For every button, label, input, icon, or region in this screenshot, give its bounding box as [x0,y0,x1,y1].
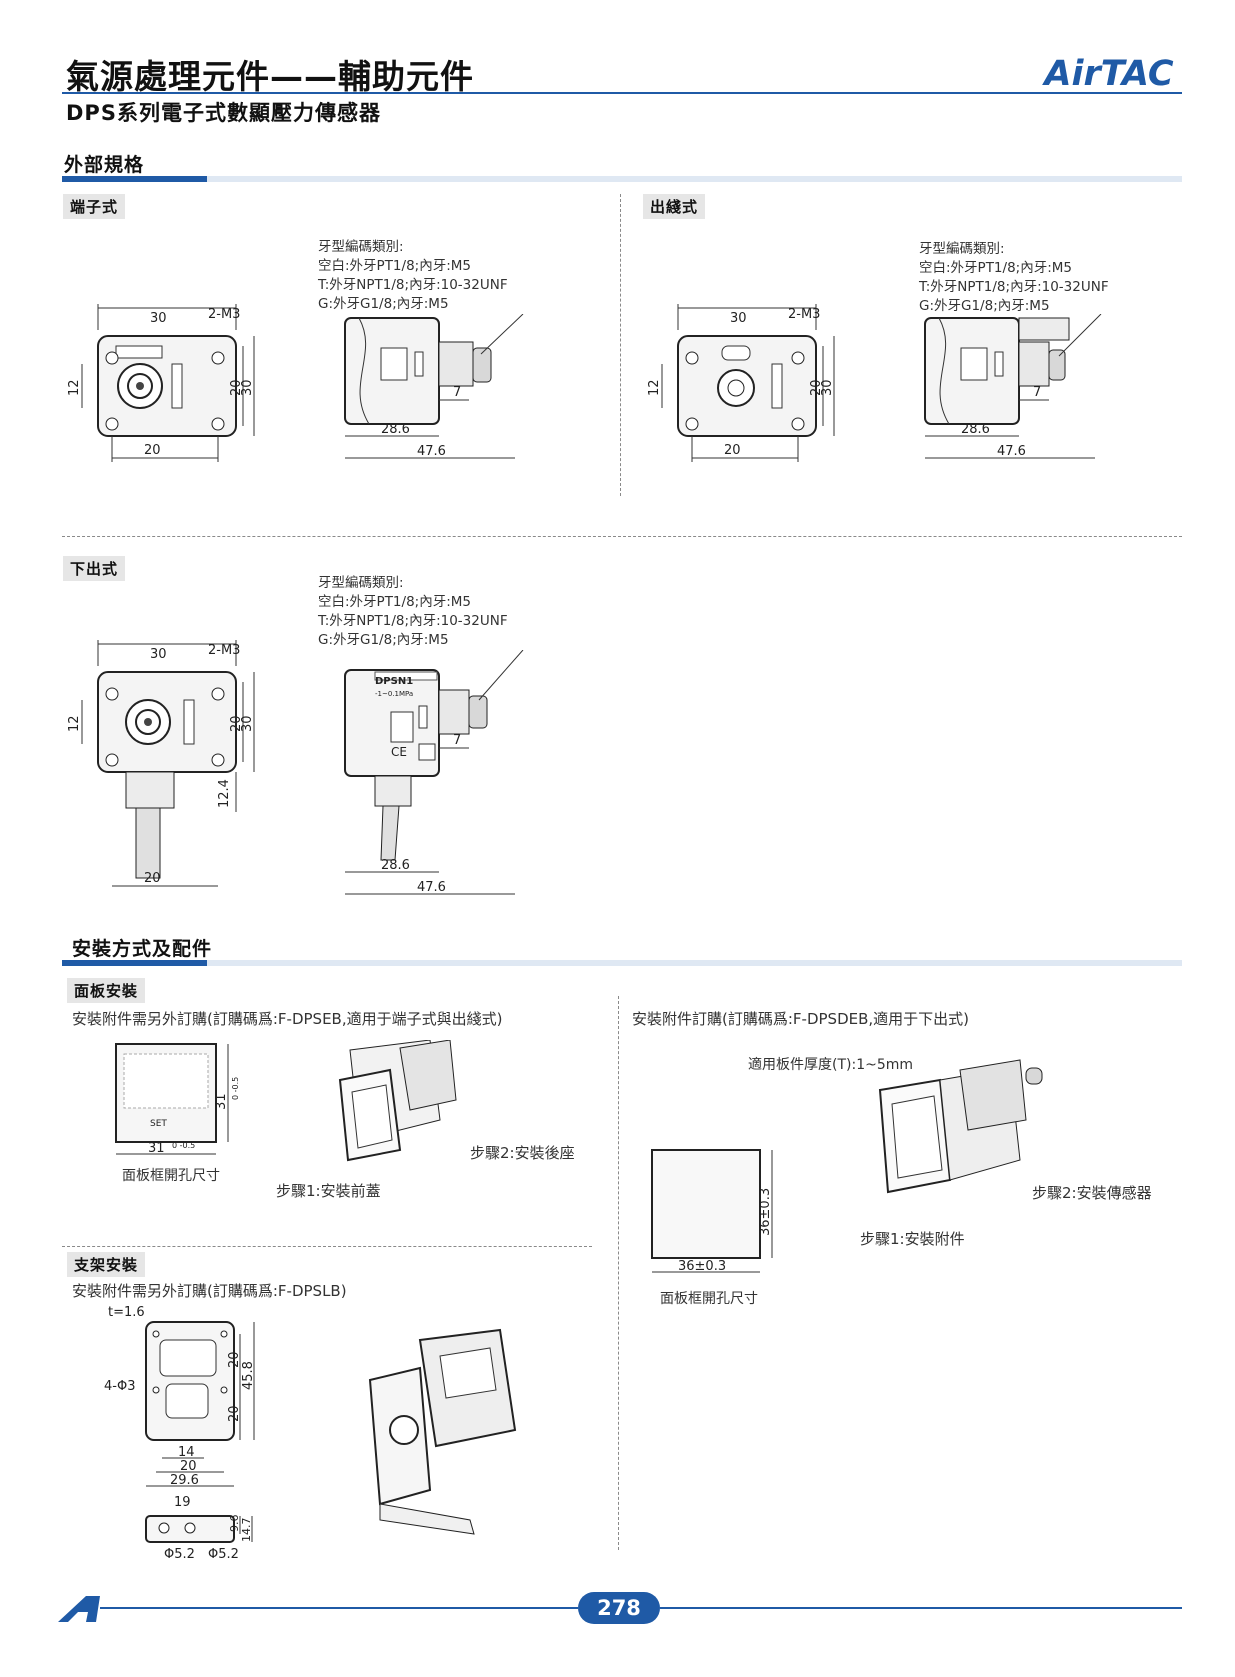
divider-horizontal-1 [62,536,1182,537]
panel-note-right: 安裝附件訂購(訂購碼爲:F-DPSDEB,適用于下出式) [632,1010,970,1028]
section-band-external [62,176,1182,182]
svg-text:30: 30 [730,311,747,326]
tag-terminal: 端子式 [63,194,126,219]
set-label: SET [150,1119,167,1129]
header-rule [62,92,1182,94]
svg-text:14.7: 14.7 [240,1518,253,1543]
svg-text:28.6: 28.6 [381,422,410,437]
svg-text:47.6: 47.6 [417,444,446,459]
svg-text:Φ5.2: Φ5.2 [208,1547,239,1562]
panel-cutout-right: 36±0.3 36±0.3 [651,1149,773,1274]
svg-text:12: 12 [68,715,82,732]
tag-panel: 面板安裝 [67,978,146,1003]
svg-text:12: 12 [648,379,662,396]
svg-text:t=1.6: t=1.6 [108,1305,145,1320]
svg-text:30: 30 [150,647,167,662]
divider-vertical-1 [620,194,621,496]
svg-text:2-M3: 2-M3 [788,307,820,322]
tag-bracket: 支架安裝 [67,1252,146,1277]
bracket-note: 安裝附件需另外訂購(訂購碼爲:F-DPSLB) [72,1282,347,1300]
svg-text:9.6: 9.6 [228,1515,241,1533]
svg-text:12.4: 12.4 [217,779,232,808]
footer-rule-right [660,1607,1182,1609]
panel-caption-left: 面板框開孔尺寸 [122,1168,220,1184]
panel-step1-left: 步驟1:安裝前蓋 [276,1182,381,1200]
svg-text:47.6: 47.6 [997,444,1026,459]
airtac-logo: AirTAC [1041,54,1174,92]
model-label: DPSN1 [375,676,413,687]
footer-brand-mark [58,1596,100,1622]
svg-text:30: 30 [820,379,835,396]
svg-text:20: 20 [180,1459,197,1474]
cable-front-view: 30 2-M3 12 20 30 20 [648,304,835,462]
panel-assembly-left [338,1040,457,1162]
svg-text:30: 30 [240,715,255,732]
svg-text:31: 31 [214,1093,229,1110]
page-title: 氣源處理元件——輔助元件 [66,57,474,96]
bottom-out-front-view: 30 2-M3 12 20 30 12.4 20 [68,640,255,887]
cable-side-view: 7 28.6 47.6 [924,314,1102,459]
svg-text:7: 7 [453,733,461,748]
svg-text:2-M3: 2-M3 [208,307,240,322]
svg-text:7: 7 [453,385,461,400]
terminal-front-view: 30 2-M3 12 20 30 20 [68,304,255,462]
footer-rule-left [100,1607,578,1609]
svg-text:36±0.3: 36±0.3 [678,1259,726,1274]
panel-step2-right: 步驟2:安裝傳感器 [1032,1184,1152,1202]
section-title-external: 外部規格 [64,154,145,176]
divider-horizontal-2 [62,1246,592,1247]
terminal-side-view: 7 28.6 47.6 [344,314,524,459]
svg-text:0 -0.5: 0 -0.5 [172,1141,195,1150]
tag-bottom-out: 下出式 [63,556,126,581]
bottom-out-side-view: DPSN1 -1~0.1MPa CE 7 28.6 47.6 [344,650,524,895]
panel-caption-right: 面板框開孔尺寸 [660,1291,758,1307]
page-subtitle: DPS系列電子式數顯壓力傳感器 [66,101,381,125]
svg-text:14: 14 [178,1445,195,1460]
panel-thickness: 適用板件厚度(T):1~5mm [748,1057,914,1073]
panel-step2-left: 步驟2:安裝後座 [470,1144,575,1162]
svg-text:0 -0.5: 0 -0.5 [231,1077,240,1100]
svg-text:2-M3: 2-M3 [208,643,240,658]
svg-text:45.8: 45.8 [241,1361,256,1390]
bracket-drawing: t=1.6 4-Φ3 20 20 45.8 14 20 29.6 19 9.6 … [104,1305,256,1562]
svg-text:4-Φ3: 4-Φ3 [104,1379,135,1394]
svg-text:Φ5.2: Φ5.2 [164,1547,195,1562]
panel-cutout-left: SET 31 0 -0.5 31 0 -0.5 [115,1043,240,1156]
svg-text:12: 12 [68,379,82,396]
svg-text:20: 20 [144,443,161,458]
divider-vertical-2 [618,996,619,1550]
svg-text:36±0.3: 36±0.3 [758,1188,773,1236]
panel-note-left: 安裝附件需另外訂購(訂購碼爲:F-DPSEB,適用于端子式與出綫式) [72,1010,503,1028]
svg-text:20: 20 [227,1351,242,1368]
svg-text:20: 20 [229,379,244,396]
svg-text:28.6: 28.6 [381,858,410,873]
bracket-assembly [368,1328,517,1535]
panel-step1-right: 步驟1:安裝附件 [860,1230,965,1248]
panel-assembly-right [878,1059,1043,1194]
svg-text:20: 20 [229,715,244,732]
svg-text:47.6: 47.6 [417,880,446,895]
svg-text:20: 20 [227,1405,242,1422]
svg-text:28.6: 28.6 [961,422,990,437]
tag-cable: 出綫式 [643,194,706,219]
svg-text:30: 30 [150,311,167,326]
ce-mark: CE [391,745,407,759]
section-title-mounting: 安裝方式及配件 [72,938,213,960]
svg-text:7: 7 [1033,385,1041,400]
section-band-mounting [62,960,1182,966]
svg-text:20: 20 [809,379,824,396]
svg-text:29.6: 29.6 [170,1473,199,1488]
svg-text:20: 20 [144,871,161,886]
page-number: 278 [578,1592,660,1624]
svg-text:19: 19 [174,1495,191,1510]
svg-text:31: 31 [148,1141,165,1156]
model-range: -1~0.1MPa [375,690,413,698]
svg-text:20: 20 [724,443,741,458]
brand-wordmark: AirTAC [1041,54,1174,92]
svg-text:30: 30 [240,379,255,396]
